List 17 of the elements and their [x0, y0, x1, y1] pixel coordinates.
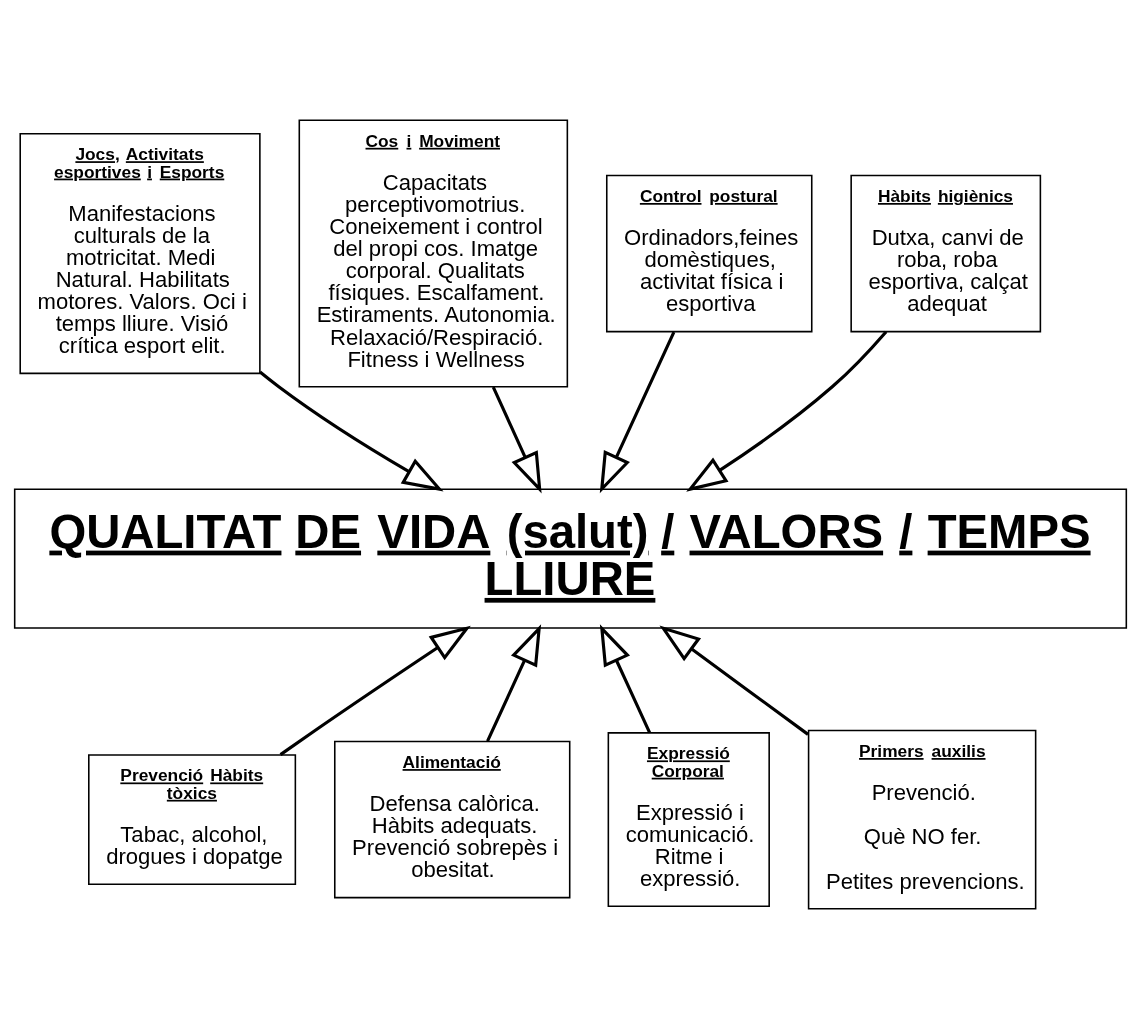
node-box: Prevenció Hàbits tòxics Tabac, alcohol, drogues i dopatge — [88, 754, 297, 886]
arrow — [599, 624, 652, 734]
node-box: Expressió Corporal Expressió i comunicació. Ritme i expressió. — [607, 732, 770, 908]
node-box: Jocs, Activitats esportives i Esports Manifestacions culturals de la motricitat. Medi Natural. Habilitats motores. Valors. Oci i temps lliure. Visió crítica esport elit. — [19, 132, 261, 375]
arrow — [259, 370, 444, 492]
arrow — [486, 624, 542, 742]
arrow — [491, 386, 542, 494]
node-box: Hàbits higiènics Dutxa, canvi de roba, roba esportiva, calçat adequat — [850, 174, 1042, 333]
node-box: Alimentació Defensa calòrica. Hàbits adequats. Prevenció sobrepès i obesitat. — [333, 740, 571, 899]
node-box: Primers auxilis Prevenció. Què NO fer. Petites prevencions. — [807, 729, 1037, 910]
arrow — [686, 330, 888, 492]
node-box: Cos i Moviment Capacitats perceptivomotrius. Coneixement i control del propi cos. Imatge corporal. Qualitats físiques. Escalfament. Estiraments. Autonomia. Relaxació/Respiració. Fitness i Wellness — [298, 119, 569, 388]
node-box: QUALITAT DE VIDA (salut) / VALORS / TEMPS LLIURE — [13, 488, 1128, 629]
arrow — [599, 331, 676, 494]
arrow — [659, 625, 809, 736]
arrow — [279, 625, 471, 756]
node-box: Control postural Ordinadors,feines domèstiques, activitat física i esportiva — [606, 174, 813, 333]
